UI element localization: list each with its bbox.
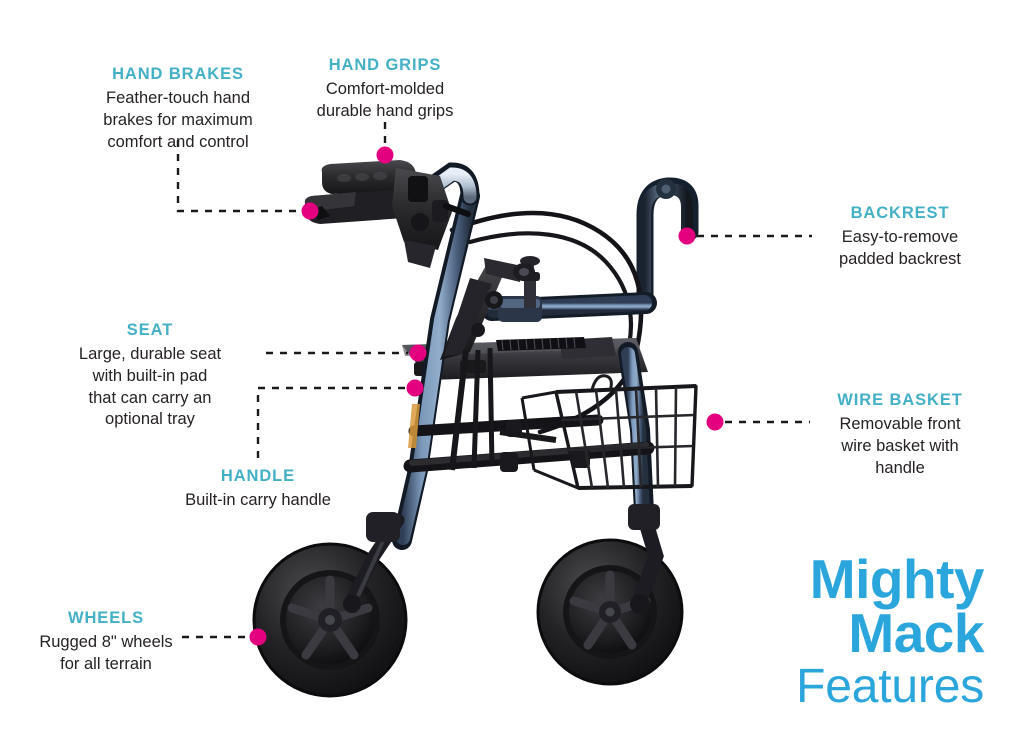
callout-hand-brakes: HAND BRAKES Feather-touch hand brakes fo… bbox=[88, 64, 268, 153]
brand-line-mack: Mack bbox=[848, 601, 984, 664]
callout-wire-basket: WIRE BASKET Removable front wire basket … bbox=[810, 390, 990, 479]
hand-grips-and-brakes bbox=[304, 160, 471, 268]
wire-basket bbox=[499, 374, 698, 490]
brake-cables bbox=[449, 210, 644, 435]
rear-wheel bbox=[536, 504, 684, 686]
callout-body-hand-grips: Comfort-molded durable hand grips bbox=[316, 79, 454, 120]
seat-support-strut bbox=[440, 258, 535, 360]
callout-body-hand-brakes: Feather-touch hand brakes for maximum co… bbox=[103, 88, 253, 151]
callout-body-handle: Built-in carry handle bbox=[185, 490, 331, 509]
callout-title-hand-brakes: HAND BRAKES bbox=[112, 65, 244, 83]
callout-seat: SEAT Large, durable seat with built-in p… bbox=[34, 320, 266, 431]
callout-title-wheels: WHEELS bbox=[68, 609, 144, 627]
frame-sticker bbox=[408, 404, 420, 448]
front-upright-tube bbox=[392, 186, 480, 550]
callout-title-hand-grips: HAND GRIPS bbox=[328, 56, 442, 74]
callout-title-seat: SEAT bbox=[126, 321, 174, 339]
brand-line-mighty: Mighty bbox=[809, 548, 985, 610]
backrest-assembly bbox=[636, 177, 699, 309]
callout-title-wire-basket: WIRE BASKET bbox=[837, 391, 963, 409]
callout-backrest: BACKREST Easy-to-remove padded backrest bbox=[812, 203, 988, 271]
seat-strut-legs bbox=[449, 347, 495, 471]
brand-title-block: Mighty Mack Features bbox=[796, 548, 985, 713]
front-wheel bbox=[252, 512, 408, 698]
rollator-illustration bbox=[252, 160, 699, 698]
callout-wheels: WHEELS Rugged 8" wheels for all terrain bbox=[30, 608, 182, 676]
callout-body-wheels: Rugged 8" wheels for all terrain bbox=[39, 632, 173, 673]
callout-handle: HANDLE Built-in carry handle bbox=[152, 466, 364, 512]
callout-body-wire-basket: Removable front wire basket with handle bbox=[839, 414, 961, 477]
callout-hand-grips: HAND GRIPS Comfort-molded durable hand g… bbox=[297, 55, 473, 123]
callout-body-seat: Large, durable seat with built-in pad th… bbox=[78, 344, 222, 429]
callout-title-backrest: BACKREST bbox=[850, 204, 950, 222]
frame-cross-tube bbox=[481, 292, 657, 322]
callout-title-handle: HANDLE bbox=[220, 467, 296, 485]
handlebar-stem bbox=[422, 162, 480, 206]
callout-body-backrest: Easy-to-remove padded backrest bbox=[838, 227, 961, 268]
brand-line-features: Features bbox=[796, 659, 984, 713]
